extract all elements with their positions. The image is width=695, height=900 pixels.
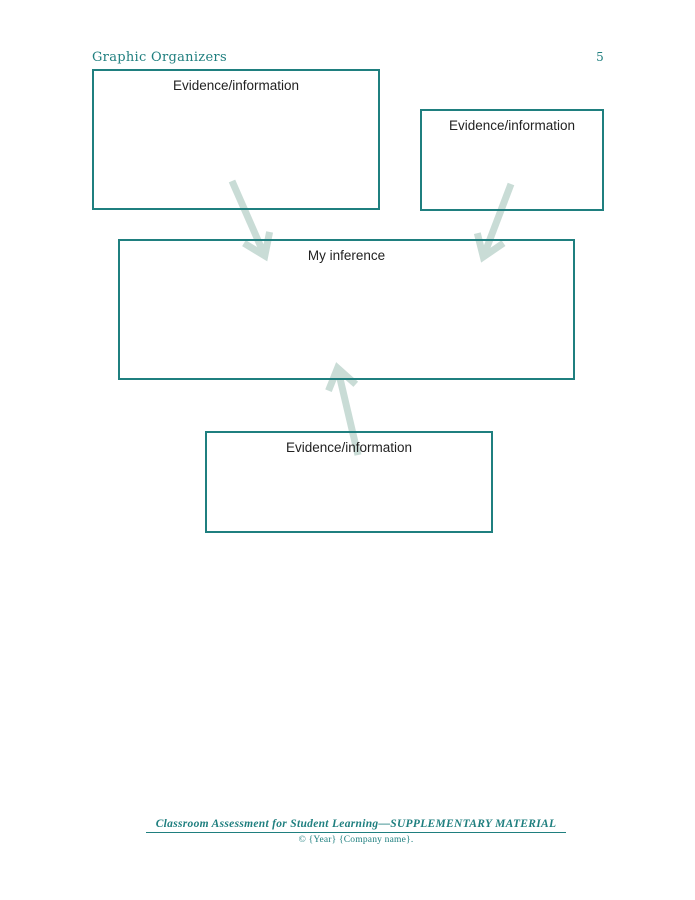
page-footer: Classroom Assessment for Student Learnin… [17, 818, 695, 845]
footer-divider [146, 832, 566, 833]
page-number: 5 [596, 50, 604, 64]
page-header: Graphic Organizers 5 [92, 50, 604, 65]
page-title: Graphic Organizers [92, 50, 227, 65]
evidence-box-bottom: Evidence/information [205, 431, 493, 533]
evidence-box-top-left-label: Evidence/information [172, 78, 300, 93]
inference-box: My inference [118, 239, 575, 380]
evidence-box-top-right: Evidence/information [420, 109, 604, 211]
footer-copyright: © {Year} {Company name}. [298, 835, 414, 845]
inference-box-label: My inference [307, 248, 386, 263]
evidence-box-top-right-label: Evidence/information [448, 118, 576, 133]
evidence-box-top-left: Evidence/information [92, 69, 380, 210]
evidence-box-bottom-label: Evidence/information [285, 440, 413, 455]
footer-title: Classroom Assessment for Student Learnin… [155, 818, 557, 830]
